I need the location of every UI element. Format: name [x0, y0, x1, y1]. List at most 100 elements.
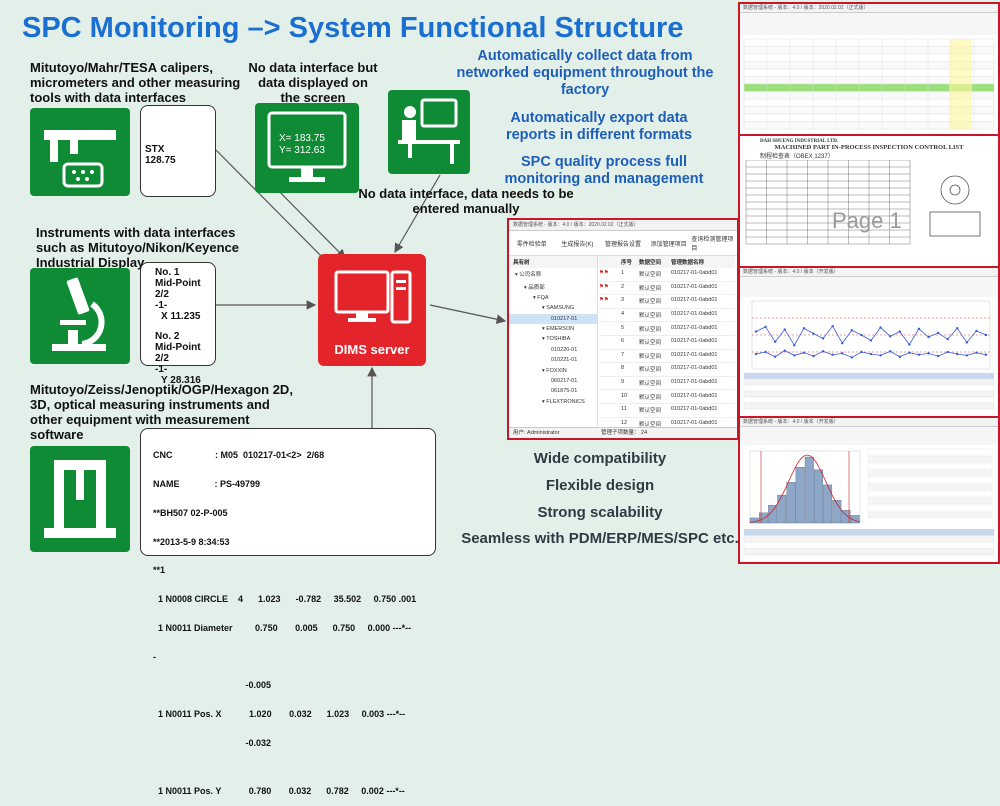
- trend-series2-point: [888, 350, 892, 353]
- tree-item[interactable]: ▾ FQA: [533, 294, 549, 301]
- tree-item[interactable]: ▾ FOXXIN: [542, 367, 567, 374]
- tree-item[interactable]: ▾ EMERSON: [542, 326, 575, 333]
- histogram-titlebar: 数据管理系统 - 版本：4.0 / 版本（开发版）: [740, 418, 998, 427]
- screen-readout: X= 183.75 Y= 312.63: [279, 133, 325, 157]
- trend-window: 数据管理系统 - 版本：4.0 / 版本（开发版）: [738, 266, 1000, 418]
- tree-item[interactable]: ▾ 公司名称: [515, 272, 542, 279]
- table-cell: 3: [621, 297, 625, 304]
- trend-series2-point: [956, 352, 959, 356]
- trend-series1-point: [860, 333, 863, 337]
- feature-scalability: Strong scalability: [537, 504, 663, 521]
- tree-item[interactable]: 010217-01: [509, 313, 597, 324]
- toolbar-button[interactable]: 管理报告设置: [604, 241, 641, 248]
- source-manual-label: No data interface, data needs to be ente…: [358, 186, 574, 216]
- trend-series1-point: [908, 343, 911, 346]
- table-cell: 默认空间: [639, 353, 662, 360]
- table-cell: 010217-01-0abd01: [671, 297, 718, 304]
- trend-series1-point: [754, 330, 758, 333]
- source-instruments-label: Instruments with data interfaces such as…: [36, 225, 239, 270]
- trend-plot-area: [751, 300, 991, 370]
- trend-series2-point: [984, 353, 988, 356]
- table-cell: 010217-01-0abd01: [671, 379, 718, 386]
- dims-server-node: DIMS server: [318, 254, 426, 366]
- tree-item[interactable]: 010221-01: [551, 357, 578, 364]
- point-line-6: No. 2: [155, 331, 180, 342]
- trend-series1-point: [869, 339, 873, 342]
- trend-series1-point: [984, 333, 988, 337]
- part-drawing-bore: [949, 184, 961, 196]
- caliper-icon: [30, 108, 130, 196]
- trend-series2-point: [754, 352, 758, 356]
- hist-bar: [759, 512, 768, 524]
- table-cell: 010217-01-0abd01: [671, 270, 718, 277]
- hist-stat-row: [867, 462, 993, 470]
- main-statusbar: 用户: Administrator 管理子项数量： 24: [509, 427, 737, 438]
- trend-series2-point: [783, 349, 786, 352]
- flag-icon: [599, 406, 621, 414]
- status-items: 管理子项数量： 24: [601, 430, 648, 436]
- report-window: DAH SHUENG INDUSTRIAL LTD. MACHINED PART…: [738, 134, 1000, 268]
- cnc-line: **BH507 02-P-005: [153, 507, 228, 518]
- flag-icon: [599, 379, 621, 387]
- table-cell: 默认空间: [639, 367, 662, 374]
- trend-series1-point: [927, 335, 930, 339]
- hist-bar: [786, 482, 796, 524]
- tree-item[interactable]: ▾ 品质部: [524, 284, 545, 291]
- source-optical-label: Mitutoyo/Zeiss/Jenoptik/OGP/Hexagon 2D, …: [30, 382, 293, 442]
- tree-item[interactable]: ▾ TOSHIBA: [542, 336, 571, 343]
- tree-item[interactable]: 061875-01: [551, 388, 578, 395]
- report-title: MACHINED PART IN-PROCESS INSPECTION CONT…: [774, 144, 964, 151]
- tree-item[interactable]: ▾ SAMSUNG: [542, 305, 575, 312]
- tree-item[interactable]: 060217-01: [551, 377, 578, 384]
- trend-series1-point: [936, 331, 940, 335]
- col-header: 数据空间: [639, 260, 662, 266]
- histogram-window: 数据管理系统 - 版本：4.0 / 版本（开发版）: [738, 416, 1000, 564]
- flag-icon: ⚑⚑: [599, 270, 609, 277]
- page-title: SPC Monitoring –> System Functional Stru…: [22, 12, 684, 44]
- toolbar-button[interactable]: 零件检验单: [516, 241, 547, 248]
- trend-chart: [740, 277, 998, 416]
- trend-series2-point: [831, 353, 834, 356]
- toolbar-button[interactable]: 查询检测管理项目: [691, 237, 734, 252]
- point-line-4: X 11.235: [161, 311, 201, 322]
- hist-stat-row: [867, 490, 993, 498]
- col-header: 管理数据名称: [671, 260, 705, 266]
- capability-collect: Automatically collect data from networke…: [456, 48, 714, 98]
- flag-icon: [599, 365, 621, 373]
- tree-item[interactable]: 010220-01: [551, 346, 578, 353]
- trend-series1-point: [841, 341, 844, 345]
- hist-stat-row: [867, 483, 993, 491]
- data-grid-titlebar: 数据管理系统 - 版本：4.0 / 版本：2020.02.02（正式版）: [740, 4, 998, 13]
- microscope-icon: [30, 268, 130, 364]
- table-cell: 默认空间: [639, 381, 662, 388]
- stx-line-1: STX: [145, 144, 165, 155]
- table-cell: 12: [621, 419, 628, 426]
- feature-flexible: Flexible design: [545, 477, 655, 494]
- toolbar-button[interactable]: 添加管理项目: [650, 241, 687, 248]
- trend-series1-point: [917, 327, 921, 331]
- hist-bar: [795, 467, 805, 524]
- hist-stat-row: [867, 448, 993, 456]
- trend-series1-point: [821, 337, 825, 340]
- table-cell: 010217-01-0abd01: [671, 311, 718, 318]
- tree-item[interactable]: ▾ FLEXTRONICS: [542, 398, 585, 405]
- hist-bar: [823, 484, 833, 524]
- cnc-line: -: [153, 651, 156, 662]
- trend-table-row: [743, 372, 995, 380]
- table-cell: 默认空间: [639, 299, 662, 306]
- trend-table-row: [743, 384, 995, 392]
- toolbar-button[interactable]: 生成报告(K): [561, 241, 594, 248]
- trend-series1-point: [898, 330, 901, 333]
